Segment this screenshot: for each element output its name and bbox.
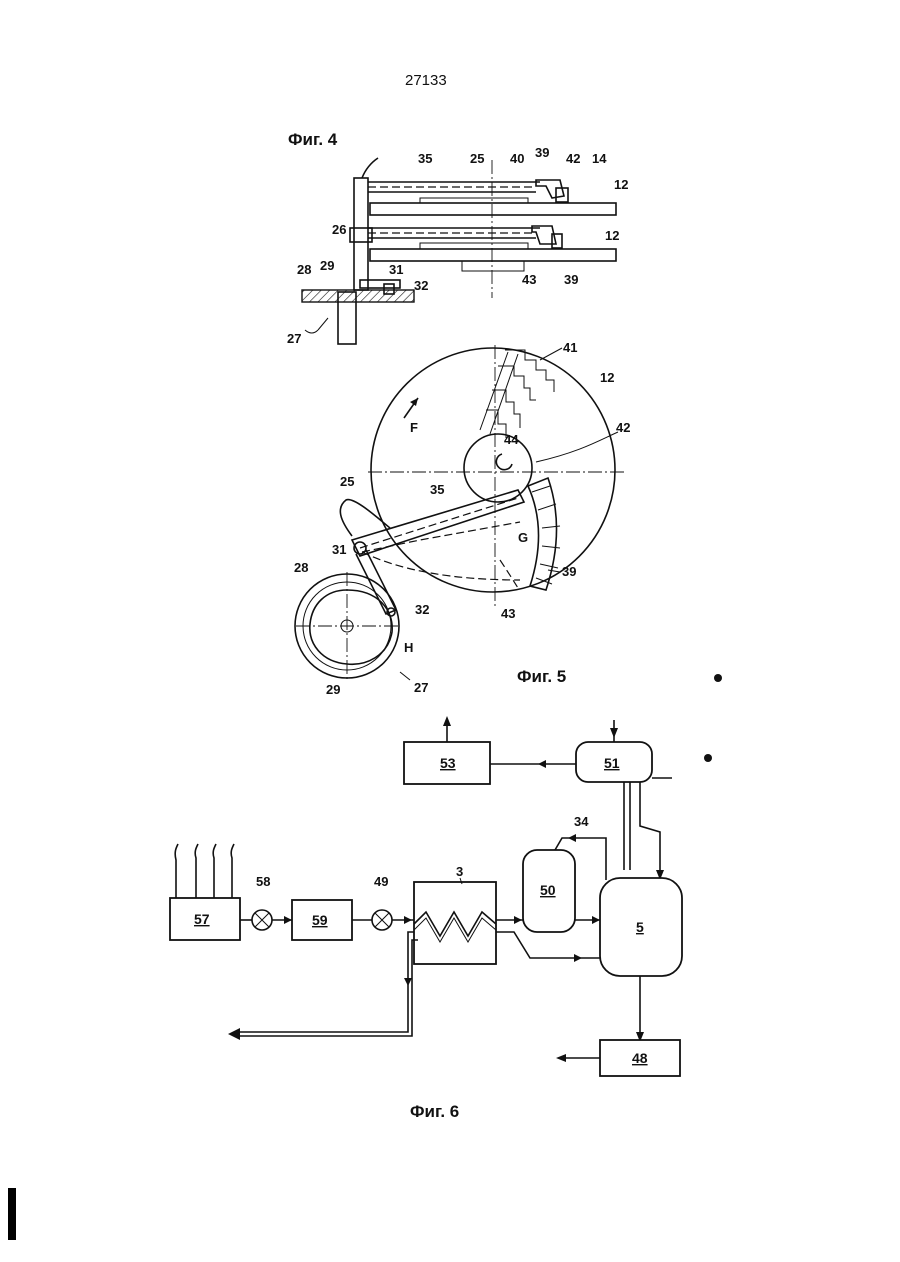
- fig5-cam-track: [310, 590, 392, 664]
- fig6-drawing: 53 51 50 34 5 48 3: [170, 716, 682, 1121]
- fig5-label-G: G: [518, 530, 528, 545]
- block-57-label: 57: [194, 911, 210, 927]
- fig5-hub: [464, 434, 532, 502]
- fig4-label-39b: 39: [564, 272, 578, 287]
- fig4-label-32: 32: [414, 278, 428, 293]
- fig5-drawing: 41 12 F 42 44 25 35 G 31 28 39 32 43 H 2…: [294, 340, 630, 697]
- fig5-arm: [352, 490, 524, 556]
- fig5-label-39: 39: [562, 564, 576, 579]
- fig5-label-H: H: [404, 640, 413, 655]
- fig5-label-35: 35: [430, 482, 444, 497]
- fig4-shaft: [354, 178, 368, 290]
- fig4-label-26: 26: [332, 222, 346, 237]
- fig5-hub-slot: [496, 454, 512, 470]
- fig4-disc-upper: [370, 203, 616, 215]
- label-3: 3: [456, 864, 463, 879]
- fig4-label-27: 27: [287, 331, 301, 346]
- fig5-label-12: 12: [600, 370, 614, 385]
- block-50-label: 50: [540, 882, 556, 898]
- block-48-label: 48: [632, 1050, 648, 1066]
- fig4-label-31: 31: [389, 262, 403, 277]
- fig4-cam-plate: [302, 290, 414, 302]
- fig5-label-42: 42: [616, 420, 630, 435]
- fig4-label-39a: 39: [535, 145, 549, 160]
- fig4-label-12a: 12: [614, 177, 628, 192]
- fig4-arrow-27: [318, 318, 328, 330]
- fig5-segment: [528, 478, 557, 590]
- fig5-label-25: 25: [340, 474, 354, 489]
- label-58: 58: [256, 874, 270, 889]
- fig4-caption: Фиг. 4: [288, 130, 338, 149]
- block-59-label: 59: [312, 912, 328, 928]
- fig4-label-42: 42: [566, 151, 580, 166]
- fig5-label-28: 28: [294, 560, 308, 575]
- block-5-label: 5: [636, 919, 644, 935]
- fig4-label-40: 40: [510, 151, 524, 166]
- label-49: 49: [374, 874, 388, 889]
- fig5-label-F: F: [410, 420, 418, 435]
- block-51-label: 51: [604, 755, 620, 771]
- scan-specks: [704, 674, 722, 762]
- fig5-label-29: 29: [326, 682, 340, 697]
- fig5-label-32: 32: [415, 602, 429, 617]
- label-34: 34: [574, 814, 589, 829]
- fig4-label-43: 43: [522, 272, 536, 287]
- fig5-caption: Фиг. 5: [517, 667, 566, 686]
- fig4-pipe-top: [362, 158, 378, 178]
- fig4-hub-bottom: [462, 261, 524, 271]
- fig4-label-12b: 12: [605, 228, 619, 243]
- fig5-label-41: 41: [563, 340, 577, 355]
- scan-edge-bar: [8, 1188, 16, 1240]
- fig5-label-43: 43: [501, 606, 515, 621]
- block-53-label: 53: [440, 755, 456, 771]
- inputs-57: [175, 844, 234, 898]
- fig5-label-44: 44: [504, 432, 519, 447]
- fig4-drawing: Фиг. 4 35 25 40 39 42: [287, 130, 628, 346]
- fig4-label-28: 28: [297, 262, 311, 277]
- fig5-disc: [371, 348, 615, 592]
- block-3: [414, 882, 496, 964]
- fig4-gripper-upper: [536, 180, 564, 198]
- fig5-label-27: 27: [414, 680, 428, 695]
- fig4-label-25: 25: [470, 151, 484, 166]
- fig4-disc-lower: [370, 249, 616, 261]
- fig5-grippers: [486, 350, 554, 438]
- line-out: [234, 932, 414, 1032]
- fig4-label-35: 35: [418, 151, 432, 166]
- fig4-label-29: 29: [320, 258, 334, 273]
- fig4-hub-lower: [420, 243, 528, 249]
- fig6-caption: Фиг. 6: [410, 1102, 459, 1121]
- fig5-label-31: 31: [332, 542, 346, 557]
- fig4-label-14: 14: [592, 151, 607, 166]
